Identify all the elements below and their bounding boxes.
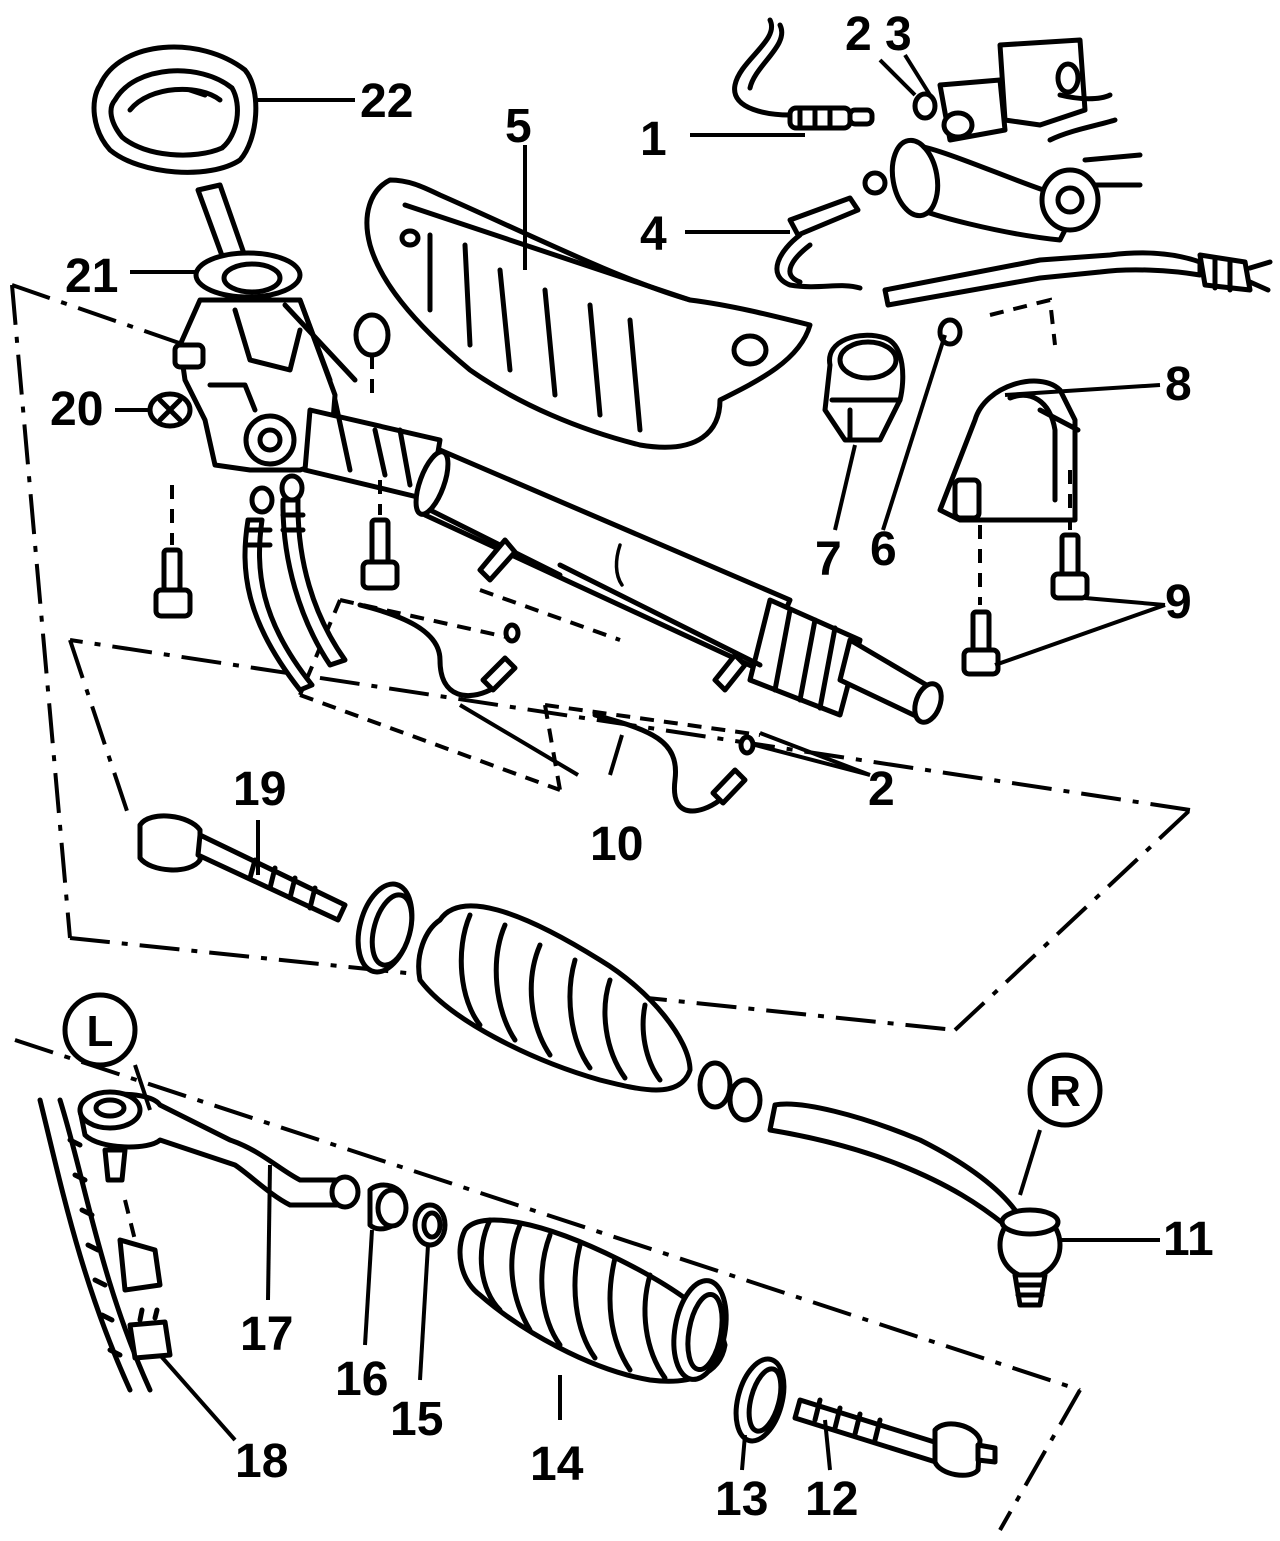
- pinion-nut: [147, 391, 193, 429]
- callout-13: 13: [715, 1473, 768, 1526]
- callout-5: 5: [505, 100, 532, 153]
- callout-7: 7: [815, 533, 842, 586]
- callout-21: 21: [65, 250, 118, 303]
- steering-rack-housing: [302, 397, 944, 725]
- callout-14: 14: [530, 1438, 584, 1491]
- bellows-boot-lower: [457, 1217, 729, 1384]
- boot-clamp-upper: [355, 881, 415, 975]
- callout-22: 22: [360, 75, 413, 128]
- callout-leader-lines: [115, 53, 1166, 1471]
- callout-17: 17: [240, 1308, 293, 1361]
- side-marker-right-label: R: [1049, 1067, 1081, 1116]
- callout-numbers: 22 21 20 5 1 2 3 4 7 6 8 9 2 10 19 11 17…: [50, 8, 1214, 1526]
- pump-and-reservoir-area: [732, 17, 1143, 243]
- callout-18: 18: [235, 1435, 288, 1488]
- inner-tie-rod-12: [792, 1397, 998, 1478]
- callout-9: 9: [1165, 576, 1192, 629]
- hydraulic-pipes: [357, 537, 756, 814]
- pinion-input-shaft: [193, 182, 303, 300]
- feed-lines: [242, 473, 348, 693]
- castle-nut: [127, 1307, 173, 1361]
- bellows-boot-upper: [416, 903, 763, 1123]
- callout-15: 15: [390, 1393, 443, 1446]
- return-hose: [774, 170, 1273, 308]
- side-marker-left: L: [62, 992, 138, 1068]
- dust-cap: [353, 312, 391, 395]
- callout-2-mid: 2: [868, 763, 895, 816]
- side-marker-right: R: [1027, 1052, 1103, 1128]
- side-marker-left-label: L: [87, 1007, 114, 1056]
- small-clamp: [412, 1202, 448, 1248]
- callout-6: 6: [870, 523, 897, 576]
- callout-1: 1: [640, 113, 667, 166]
- callout-2-top: 2: [845, 8, 872, 61]
- callout-3: 3: [885, 8, 912, 61]
- boot-clamp-lower: [733, 1356, 787, 1444]
- callout-19: 19: [233, 763, 286, 816]
- callout-4: 4: [640, 208, 667, 261]
- heat-shield: [364, 177, 813, 450]
- callout-8: 8: [1165, 358, 1192, 411]
- callout-16: 16: [335, 1353, 388, 1406]
- steering-valve-housing: [172, 297, 358, 473]
- housing-mounting-bolts: [153, 480, 400, 619]
- mounting-bracket: [937, 378, 1081, 523]
- sealing-washer: [937, 297, 1057, 347]
- steering-column-grommet: [91, 44, 259, 175]
- outer-tie-rod-left: [77, 1089, 361, 1210]
- callout-12: 12: [805, 1473, 858, 1526]
- outer-tie-rod-right: [767, 1101, 1063, 1308]
- callout-11: 11: [1163, 1213, 1214, 1266]
- inner-tie-rod-19: [137, 813, 348, 923]
- bracket-bolts: [961, 470, 1090, 677]
- callout-10: 10: [590, 818, 643, 871]
- lock-nut: [367, 1182, 409, 1232]
- callout-20: 20: [50, 383, 103, 436]
- mounting-bushing: [822, 332, 906, 443]
